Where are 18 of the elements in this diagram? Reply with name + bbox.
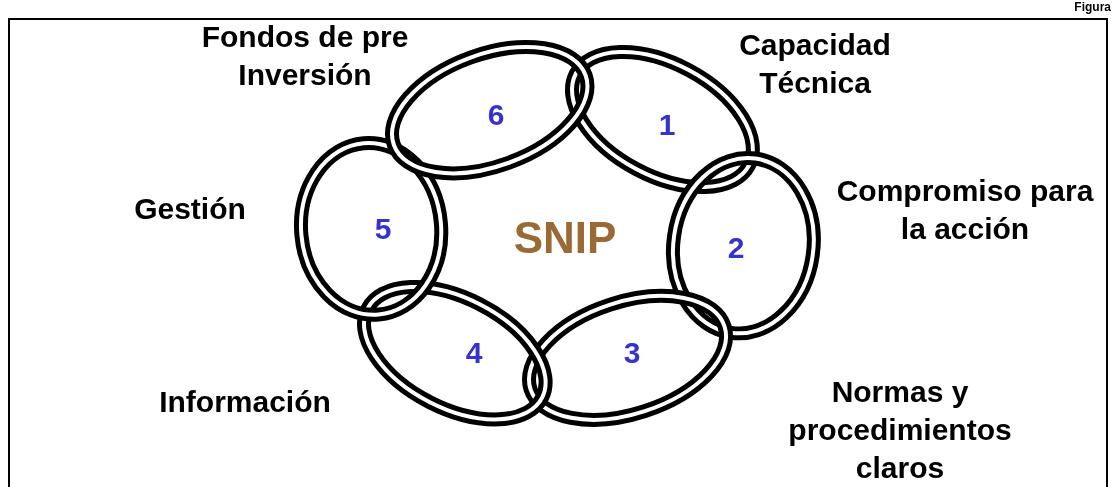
center-title: SNIP xyxy=(513,214,617,262)
ring-ellipse xyxy=(356,278,554,428)
ring-caption: Información xyxy=(158,384,332,420)
ring-caption: Capacidad Técnica xyxy=(738,27,892,101)
ring-caption: Gestión xyxy=(133,191,247,227)
ring-number: 5 xyxy=(374,213,392,245)
ring-number: 2 xyxy=(727,232,745,264)
ring-ellipse xyxy=(292,135,450,323)
ring-caption: Compromiso para la acción xyxy=(835,173,1095,247)
ring-caption: Fondos de pre Inversión xyxy=(200,19,410,93)
ring-ellipse xyxy=(664,150,822,342)
ring-caption: Normas y procedimientos claros xyxy=(787,374,1013,486)
ring-number: 4 xyxy=(465,337,483,369)
ring-number: 1 xyxy=(658,109,676,141)
figure-label: Figura xyxy=(1074,0,1111,14)
ring-number: 6 xyxy=(487,99,505,131)
ring-number: 3 xyxy=(623,337,641,369)
ring-ellipse xyxy=(521,288,735,428)
